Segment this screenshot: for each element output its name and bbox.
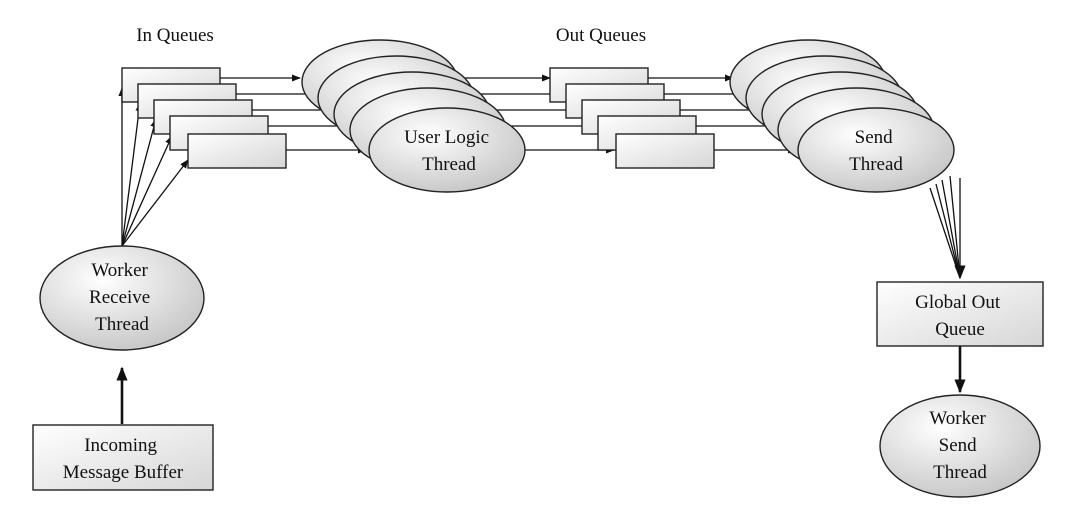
edge-send-to-global-3 [941,179,961,279]
user-logic-thread-label-line-1: User Logic [404,127,489,148]
out-queue-5 [615,133,715,169]
worker-receive-thread-label: Worker Receive Thread [89,260,155,335]
edge-receive-to-inqueue-5 [121,159,189,247]
edge-receive-to-inqueue-2 [121,102,143,247]
incoming-message-buffer-label: Incoming Message Buffer [63,435,184,483]
edge-receive-to-inqueue-4 [121,135,173,247]
incoming-message-buffer-label-line-1: Incoming [84,435,157,456]
user-logic-thread-5 [368,107,526,193]
in-queues-stack [121,67,287,169]
send-thread-label-line-1: Send [855,127,894,148]
user-logic-thread-label-line-2: Thread [422,154,476,175]
worker-send-thread-label-line-3: Thread [933,462,987,483]
send-thread-5 [797,107,955,193]
send-thread-label: Send Thread [849,127,903,175]
worker-send-thread [879,394,1041,498]
user-logic-thread-label: User Logic Thread [404,127,494,175]
edge-send-to-global-4 [949,175,961,279]
global-out-queue-label: Global Out Queue [915,292,1005,340]
send-thread-label-line-2: Thread [849,154,903,175]
user-logic-thread-stack [301,39,526,193]
worker-send-thread-label: Worker Send Thread [929,408,990,483]
global-out-queue-label-line-2: Queue [935,319,985,340]
worker-send-thread-label-line-2: Send [939,435,978,456]
edge-send-to-global-1 [929,187,961,279]
edge-receive-to-inqueue-3 [121,118,158,247]
in-queues-header: In Queues [136,25,214,46]
worker-receive-thread-label-line-1: Worker [91,260,148,281]
global-out-queue-label-line-1: Global Out [915,292,1001,313]
receive-to-inqueue-edges [118,87,189,247]
worker-receive-thread-label-line-3: Thread [95,314,149,335]
send-thread-stack [729,39,955,193]
out-queues-header: Out Queues [556,25,646,46]
incoming-message-buffer [32,424,214,491]
out-queues-stack [549,67,715,169]
in-queue-5 [187,133,287,169]
send-to-global-queue-edges [929,175,966,280]
worker-send-thread-label-line-1: Worker [929,408,986,429]
worker-receive-thread-label-line-2: Receive [89,287,150,308]
incoming-message-buffer-label-line-2: Message Buffer [63,462,184,483]
edge-send-to-global-2 [935,183,961,279]
worker-receive-thread [39,245,205,351]
inqueue-to-userlogic-edges [220,74,367,154]
global-out-queue [876,281,1044,347]
